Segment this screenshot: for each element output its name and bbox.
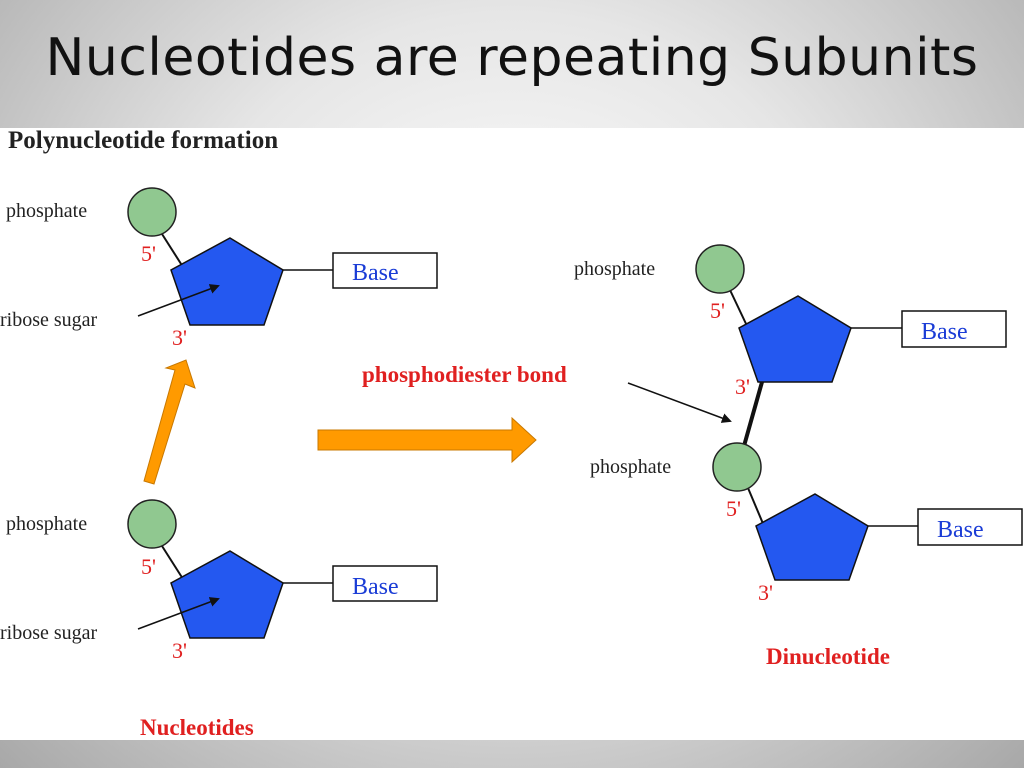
phosphate-circle <box>127 499 177 549</box>
right-arrow <box>317 416 537 464</box>
three-prime-label: 3' <box>758 580 773 605</box>
phosphate-circle <box>695 244 745 294</box>
dinucleotide-caption: Dinucleotide <box>766 644 890 669</box>
base-box <box>332 252 438 289</box>
base-box <box>917 508 1023 546</box>
phosphodiester-bond-label: phosphodiester bond <box>362 362 567 387</box>
phosphate-label: phosphate <box>6 200 87 222</box>
polynucleotide-figure: Polynucleotide formation Base phosphate … <box>0 128 1024 740</box>
ribose-pentagon <box>170 237 284 326</box>
up-arrow <box>143 359 196 485</box>
ribose-pentagon <box>755 493 869 581</box>
five-prime-label: 5' <box>141 241 156 266</box>
figure-heading: Polynucleotide formation <box>8 128 278 154</box>
nucleotides-caption: Nucleotides <box>140 715 254 740</box>
base-label: Base <box>352 260 399 286</box>
three-prime-label: 3' <box>735 374 750 399</box>
five-prime-label: 5' <box>141 554 156 579</box>
bond-pointer-arrow <box>627 382 732 423</box>
phosphate-circle <box>712 442 762 492</box>
five-prime-label: 5' <box>710 298 725 323</box>
ribose-sugar-label: ribose sugar <box>0 309 98 331</box>
phosphate-label: phosphate <box>6 513 87 535</box>
phosphate-sugar-link <box>729 289 749 329</box>
base-label: Base <box>937 517 984 543</box>
base-label: Base <box>921 319 968 345</box>
phosphate-label: phosphate <box>590 456 671 478</box>
phosphate-circle <box>127 187 177 237</box>
three-prime-label: 3' <box>172 638 187 663</box>
nucleotide-bottom: Base phosphate ribose sugar 5' 3' <box>0 499 438 663</box>
ribose-pentagon <box>738 295 852 383</box>
ribose-pointer-arrow <box>137 597 220 630</box>
nucleotide-top: Base phosphate ribose sugar 5' 3' <box>0 187 438 350</box>
ribose-sugar-label: ribose sugar <box>0 622 98 644</box>
phosphate-label: phosphate <box>574 258 655 280</box>
ribose-pointer-arrow <box>137 284 220 317</box>
three-prime-label: 3' <box>172 325 187 350</box>
base-box <box>901 310 1007 348</box>
dinucleotide: Base phosphate 5' 3' Base phosphate 5' 3… <box>574 244 1023 605</box>
ribose-pentagon <box>170 550 284 639</box>
base-box <box>332 565 438 602</box>
base-label: Base <box>352 574 399 600</box>
slide-title: Nucleotides are repeating Subunits <box>45 28 979 88</box>
phosphodiester-bond <box>742 381 764 447</box>
five-prime-label: 5' <box>726 496 741 521</box>
phosphate-sugar-link <box>747 487 765 527</box>
